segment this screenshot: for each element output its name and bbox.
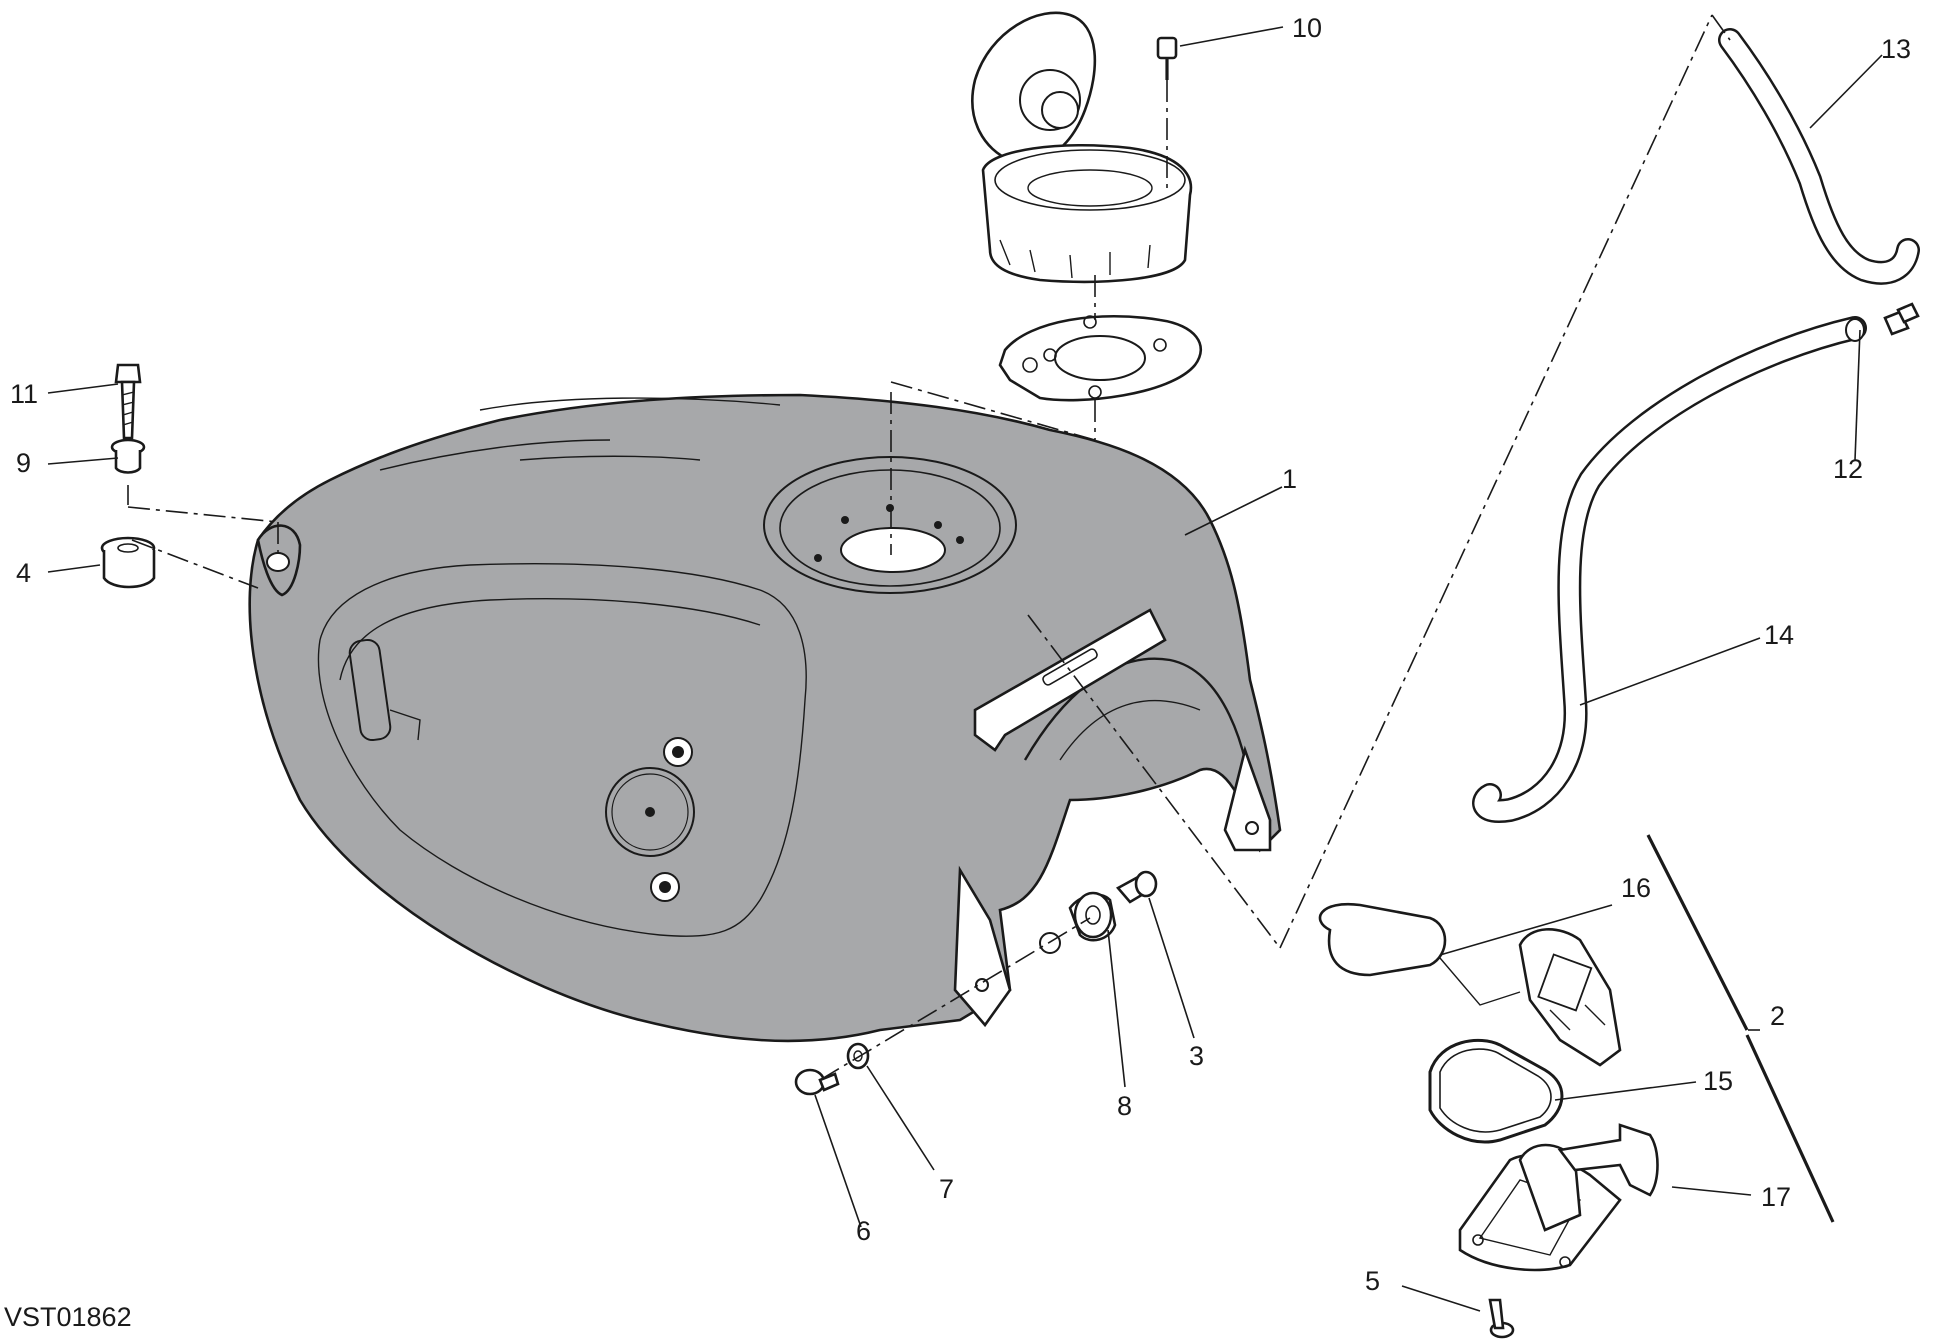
leader-lines xyxy=(47,26,1883,1312)
callout-1: 1 xyxy=(1282,464,1297,494)
callout-11: 11 xyxy=(10,379,38,409)
tank-filler-recess-inner xyxy=(779,469,1001,587)
tank-filler-opening xyxy=(840,527,946,573)
tank-filler-recess-outer xyxy=(763,456,1017,594)
hose-13 xyxy=(1718,28,1920,285)
callout-16: 16 xyxy=(1621,873,1651,903)
tank-side-cap xyxy=(605,767,695,857)
callout-15: 15 xyxy=(1703,1066,1733,1096)
fuel-level-sender-16 xyxy=(1318,902,1521,1006)
screw-10 xyxy=(1156,36,1178,80)
figure-code: VST01862 xyxy=(4,1302,132,1332)
gasket-15 xyxy=(1428,1038,1564,1144)
callout-6: 6 xyxy=(856,1216,871,1246)
callout-14: 14 xyxy=(1764,620,1794,650)
pump-flange-17 xyxy=(1458,1123,1659,1272)
tank-badge-slot xyxy=(348,638,392,742)
callout-12: 12 xyxy=(1833,454,1863,484)
hose-14 xyxy=(1472,316,1867,823)
callout-8: 8 xyxy=(1117,1091,1132,1121)
washer-7 xyxy=(846,1042,870,1070)
rubber-mount-8 xyxy=(1068,891,1117,942)
tank-side-panel xyxy=(317,563,807,937)
grommet-4 xyxy=(100,536,156,589)
filler-cap-body xyxy=(981,143,1193,284)
fitting-12 xyxy=(1883,302,1920,336)
screw-5 xyxy=(1488,1298,1515,1339)
callout-7: 7 xyxy=(939,1174,954,1204)
filler-cap-assembly xyxy=(971,11,1193,284)
screw-6 xyxy=(794,1068,840,1096)
callout-4: 4 xyxy=(16,558,31,588)
callout-9: 9 xyxy=(16,448,31,478)
fuel-pump-body xyxy=(1518,928,1622,1067)
tank-rear-bracket xyxy=(973,608,1167,752)
spacer-9 xyxy=(110,438,146,474)
callout-17: 17 xyxy=(1761,1182,1791,1212)
filler-gasket-plate xyxy=(998,315,1202,402)
callout-5: 5 xyxy=(1365,1266,1380,1296)
tank-body xyxy=(248,393,1282,1043)
tank-lower-mount xyxy=(953,865,1012,1028)
assembly-lines xyxy=(127,14,1731,1081)
fuel-tank xyxy=(248,393,1282,1043)
tank-lower-grommet-seat xyxy=(1039,932,1061,954)
tank-rear-mount xyxy=(1223,745,1272,852)
bolt-11 xyxy=(114,363,142,440)
callout-3: 3 xyxy=(1189,1041,1204,1071)
callout-10: 10 xyxy=(1292,13,1322,43)
tank-front-ear-hole xyxy=(266,552,290,572)
callout-13: 13 xyxy=(1881,34,1911,64)
spacer-3 xyxy=(1115,870,1158,904)
callout-2: 2 xyxy=(1770,1001,1785,1031)
